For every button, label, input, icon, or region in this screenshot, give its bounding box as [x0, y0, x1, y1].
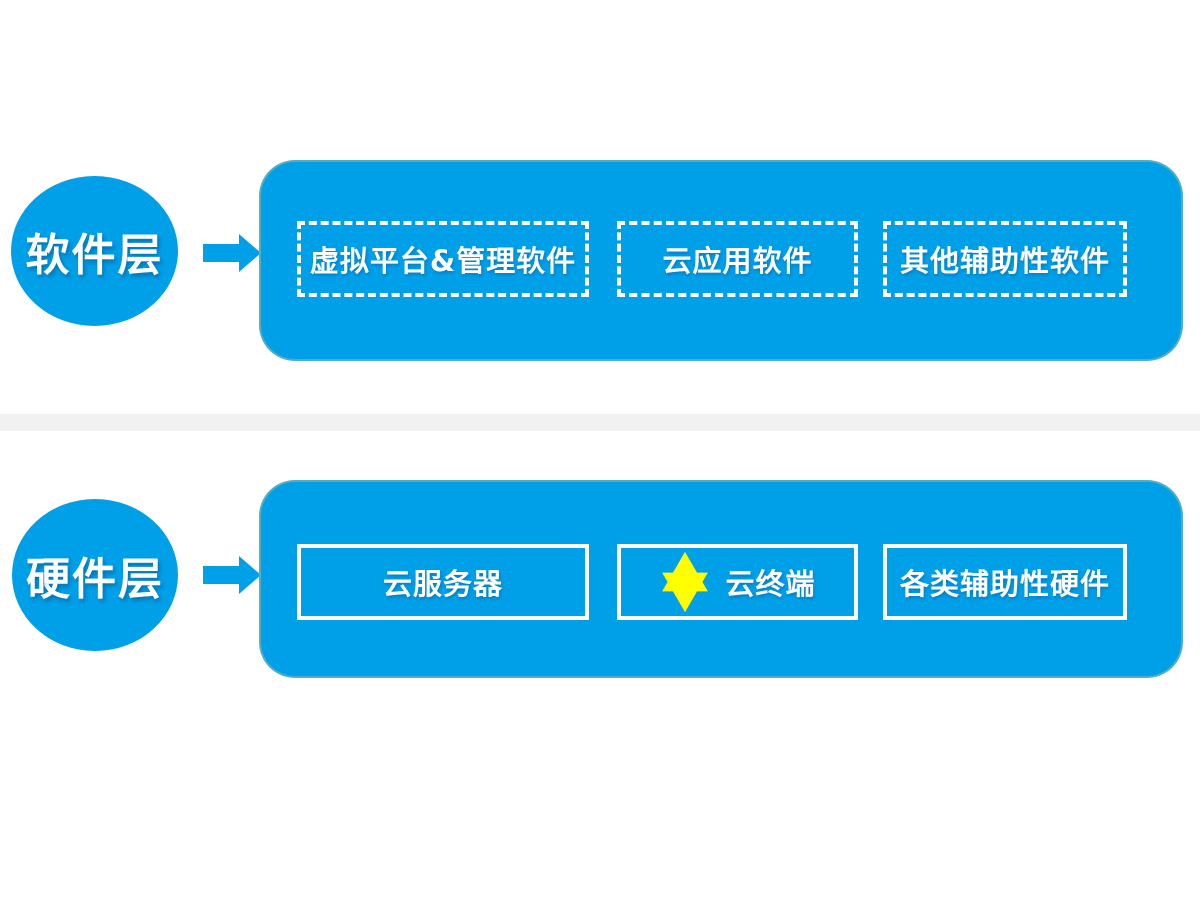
hardware-box-cloud-terminal: 云终端 [617, 544, 858, 620]
software-box-virtual-platform: 虚拟平台&管理软件 [297, 221, 589, 297]
software-box-virtual-platform-label: 虚拟平台&管理软件 [309, 244, 577, 278]
software-panel: 虚拟平台&管理软件 云应用软件 其他辅助性软件 [259, 160, 1183, 361]
hardware-layer-label: 硬件层 [26, 554, 164, 605]
hardware-box-other-hardware-label: 各类辅助性硬件 [899, 567, 1110, 601]
software-layer-label: 软件层 [25, 230, 164, 281]
six-pointed-star-icon [659, 550, 711, 614]
arrow-right-icon [203, 234, 261, 272]
software-box-other-software: 其他辅助性软件 [883, 221, 1127, 297]
hardware-layer-circle: 硬件层 [12, 499, 178, 651]
software-layer-circle: 软件层 [11, 176, 178, 326]
arrow-right-icon [203, 556, 261, 594]
hardware-box-cloud-server-label: 云服务器 [382, 567, 503, 601]
hardware-box-cloud-server: 云服务器 [297, 544, 589, 620]
hardware-box-other-hardware: 各类辅助性硬件 [883, 544, 1127, 620]
software-box-cloud-app: 云应用软件 [617, 221, 858, 297]
hardware-box-cloud-terminal-label: 云终端 [725, 567, 816, 601]
section-divider [0, 414, 1200, 431]
hardware-panel: 云服务器 云终端 各类辅助性硬件 [259, 480, 1183, 678]
software-box-cloud-app-label: 云应用软件 [662, 244, 813, 278]
software-box-other-software-label: 其他辅助性软件 [899, 244, 1110, 278]
